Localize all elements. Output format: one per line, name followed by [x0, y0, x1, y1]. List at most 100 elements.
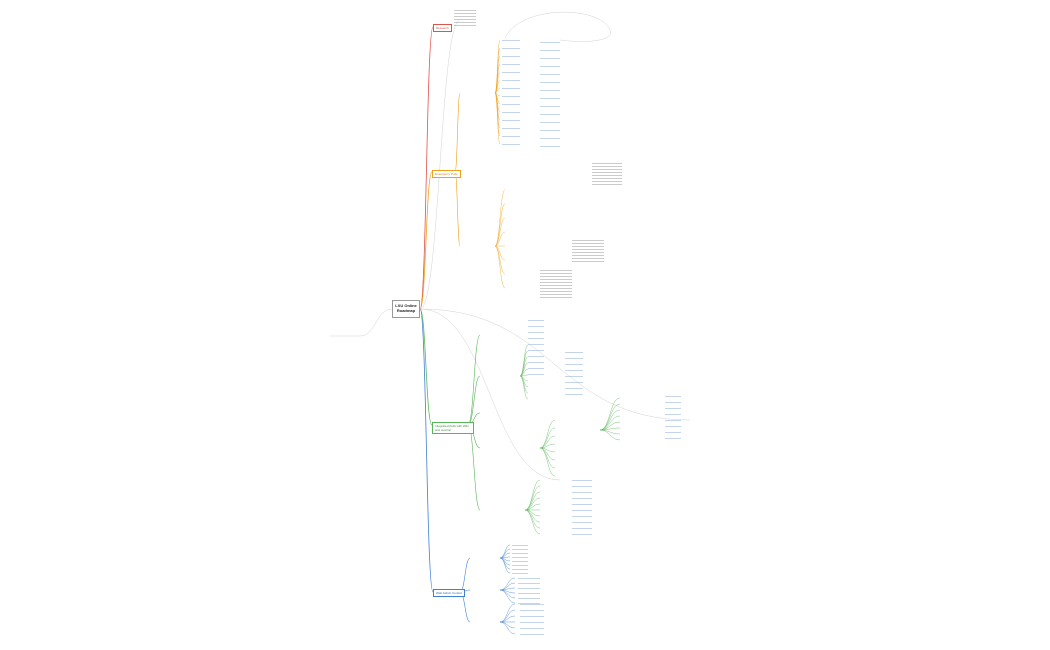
stub-p2-4 [572, 252, 604, 253]
blue-sub-0 [459, 557, 471, 593]
stub-o-8 [502, 104, 520, 105]
stub-g-6 [528, 356, 544, 357]
orange-leaf-5 [494, 79, 501, 94]
stub-p2-6 [572, 258, 604, 259]
orange-sub-1 [454, 171, 461, 247]
branch-web-admin-control[interactable]: Web Admin Control [433, 589, 465, 597]
stub-p2-2 [572, 246, 604, 247]
blue-leaf-0 [499, 544, 511, 559]
green-leaf-c-1 [524, 485, 541, 511]
blue-leaf-b-5 [499, 589, 516, 604]
stub-o2-8 [540, 106, 560, 107]
blue-leaf-7 [499, 557, 511, 574]
stub-g-5 [528, 350, 544, 351]
stub-g4-4 [572, 504, 592, 505]
stub-p3-9 [540, 297, 572, 298]
central-topic[interactable]: LXU Online Roadmap [392, 300, 420, 318]
stub-o2-11 [540, 130, 560, 131]
stub-b3-0 [520, 604, 544, 605]
stub-o2-4 [540, 74, 560, 75]
orange-leaf-b-0 [494, 189, 506, 247]
orange-leaf-b-3 [494, 231, 506, 247]
stub-b-7 [512, 573, 528, 574]
stub-g4-2 [572, 492, 592, 493]
stub-p3-8 [540, 294, 572, 295]
stub-o-12 [502, 136, 520, 137]
orange-leaf-b-7 [494, 245, 506, 289]
stub-b3-4 [520, 628, 544, 629]
stub-g2-6 [565, 388, 583, 389]
central-title-line2: Roadmap [396, 308, 416, 313]
stub-g4-6 [572, 516, 592, 517]
branch-emergency-polls[interactable]: Emergency Polls [432, 170, 461, 178]
stub-b-6 [512, 569, 528, 570]
stub-b2-3 [518, 593, 540, 594]
stub-g3-0 [665, 396, 681, 397]
stub-o2-13 [540, 146, 560, 147]
stub-p1-6 [592, 181, 622, 182]
stub-o2-0 [540, 42, 560, 43]
stub-o2-3 [540, 66, 560, 67]
stub-p2-1 [572, 243, 604, 244]
stub-p1-3 [592, 172, 622, 173]
stub-p2-7 [572, 261, 604, 262]
stub-p3-5 [540, 285, 572, 286]
stub-g-4 [528, 344, 544, 345]
stub-g4-1 [572, 486, 592, 487]
green-leaf-c-2 [524, 491, 541, 511]
stub-p2-5 [572, 255, 604, 256]
link-gray-2 [419, 308, 561, 481]
branch-integrated-polls[interactable]: Integrated Polls with Wiki and Journal [432, 422, 474, 434]
stub-p3-7 [540, 291, 572, 292]
stub-g-8 [528, 368, 544, 369]
stub-g3-1 [665, 402, 681, 403]
stub-p1-2 [592, 169, 622, 170]
stub-g2-1 [565, 358, 583, 359]
blue-leaf-1 [499, 548, 511, 559]
stub-g3-2 [665, 408, 681, 409]
stub-research-1 [454, 13, 476, 14]
blue-leaf-c-0 [499, 603, 516, 623]
green-leaf-b-1 [539, 427, 556, 449]
stub-b2-2 [518, 588, 540, 589]
stub-g-0 [528, 320, 544, 321]
stub-o2-6 [540, 90, 560, 91]
stub-b2-0 [518, 578, 540, 579]
stub-g3-3 [665, 414, 681, 415]
stub-g2-2 [565, 364, 583, 365]
stub-g-7 [528, 362, 544, 363]
stub-o-4 [502, 72, 520, 73]
stub-o2-7 [540, 98, 560, 99]
stub-g4-8 [572, 528, 592, 529]
stub-b-1 [512, 549, 528, 550]
green-leaf-c-7 [524, 509, 541, 523]
central-title-line1: LXU Online [395, 303, 417, 308]
orange-leaf-0 [494, 39, 501, 94]
stub-research-5 [454, 25, 476, 26]
stub-p3-4 [540, 282, 572, 283]
blue-leaf-c-5 [499, 621, 516, 635]
stub-p2-3 [572, 249, 604, 250]
branch-research[interactable]: Research [433, 24, 452, 32]
link-gray-1 [419, 19, 461, 310]
stub-g-2 [528, 332, 544, 333]
stub-o-0 [502, 40, 520, 41]
stub-p1-5 [592, 178, 622, 179]
stub-g3-4 [665, 420, 681, 421]
orange-leaf-6 [494, 87, 501, 94]
link-web-admin [419, 308, 434, 593]
stub-b-5 [512, 565, 528, 566]
stub-o-10 [502, 120, 520, 121]
stub-o-9 [502, 112, 520, 113]
stub-b2-1 [518, 583, 540, 584]
stub-o2-12 [540, 138, 560, 139]
stub-g2-3 [565, 370, 583, 371]
stub-o-11 [502, 128, 520, 129]
stub-o-1 [502, 48, 520, 49]
stub-p3-1 [540, 273, 572, 274]
stub-b-2 [512, 553, 528, 554]
green-leaf-9 [519, 375, 529, 400]
green-leaf-b-6 [539, 447, 556, 469]
stub-b3-2 [520, 616, 544, 617]
